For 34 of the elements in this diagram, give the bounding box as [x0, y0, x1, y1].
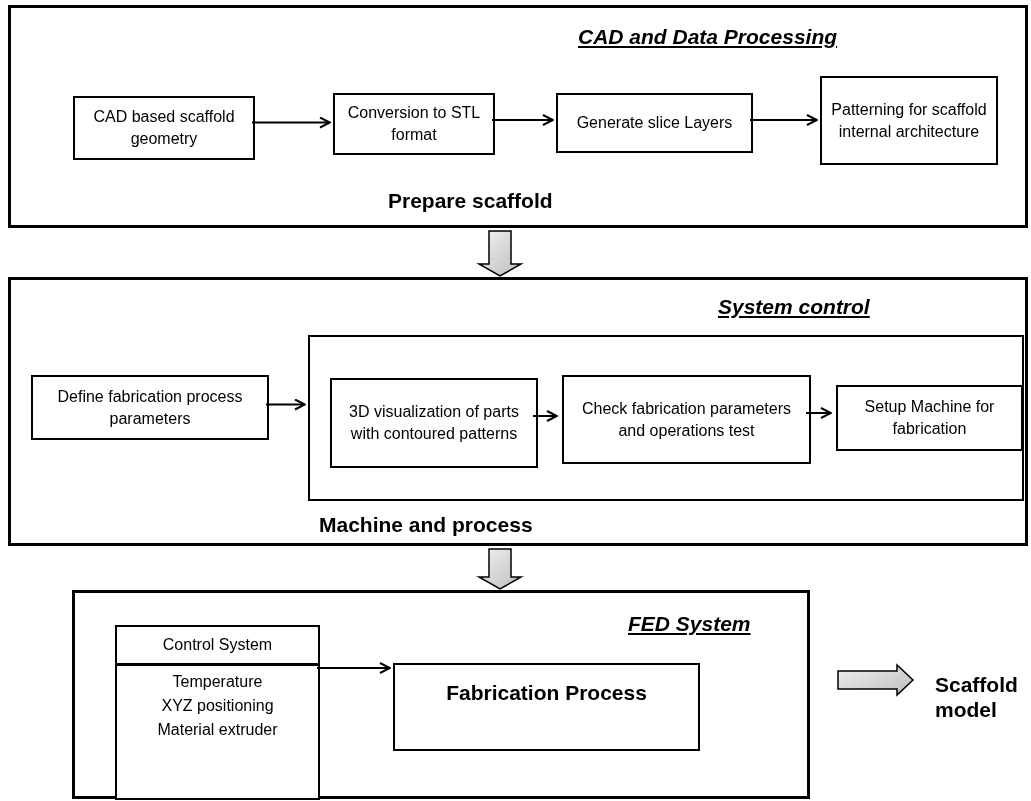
- output-label: Scaffold model: [935, 672, 1025, 724]
- process-box: Generate slice Layers: [556, 93, 753, 153]
- block-arrow: [476, 548, 524, 590]
- process-box: Setup Machine for fabrication: [836, 385, 1023, 451]
- process-box: Check fabrication parameters and operations test: [562, 375, 811, 464]
- list-item: XYZ positioning: [161, 696, 274, 716]
- arrow: [251, 116, 331, 129]
- list-item: Temperature: [172, 672, 263, 692]
- process-box: Patterning for scaffold internal architecture: [820, 76, 998, 165]
- panel-heading: Machine and process: [319, 512, 533, 538]
- group-box: [308, 335, 1024, 501]
- component-box: [115, 625, 320, 800]
- group-panel: [72, 590, 810, 799]
- block-arrow: [476, 230, 524, 277]
- group-panel: [8, 5, 1028, 228]
- list-item: Material extruder: [157, 720, 278, 740]
- box-header: Control System: [117, 627, 318, 666]
- panel-title: System control: [718, 294, 870, 320]
- arrow: [805, 407, 832, 419]
- panel-title: FED System: [628, 611, 751, 637]
- panel-heading: Prepare scaffold: [388, 188, 553, 214]
- process-box: Define fabrication process parameters: [31, 375, 269, 440]
- arrow: [749, 114, 818, 126]
- group-panel: [8, 277, 1028, 546]
- arrow: [265, 398, 306, 411]
- panel-title: CAD and Data Processing: [578, 24, 838, 50]
- arrow: [532, 410, 558, 422]
- process-box: Conversion to STL format: [333, 93, 495, 155]
- process-box: 3D visualization of parts with contoured patterns: [330, 378, 538, 468]
- process-box: CAD based scaffold geometry: [73, 96, 255, 160]
- arrow: [491, 114, 554, 126]
- process-box: Fabrication Process: [393, 663, 700, 751]
- block-arrow: [837, 663, 915, 697]
- arrow: [316, 662, 391, 674]
